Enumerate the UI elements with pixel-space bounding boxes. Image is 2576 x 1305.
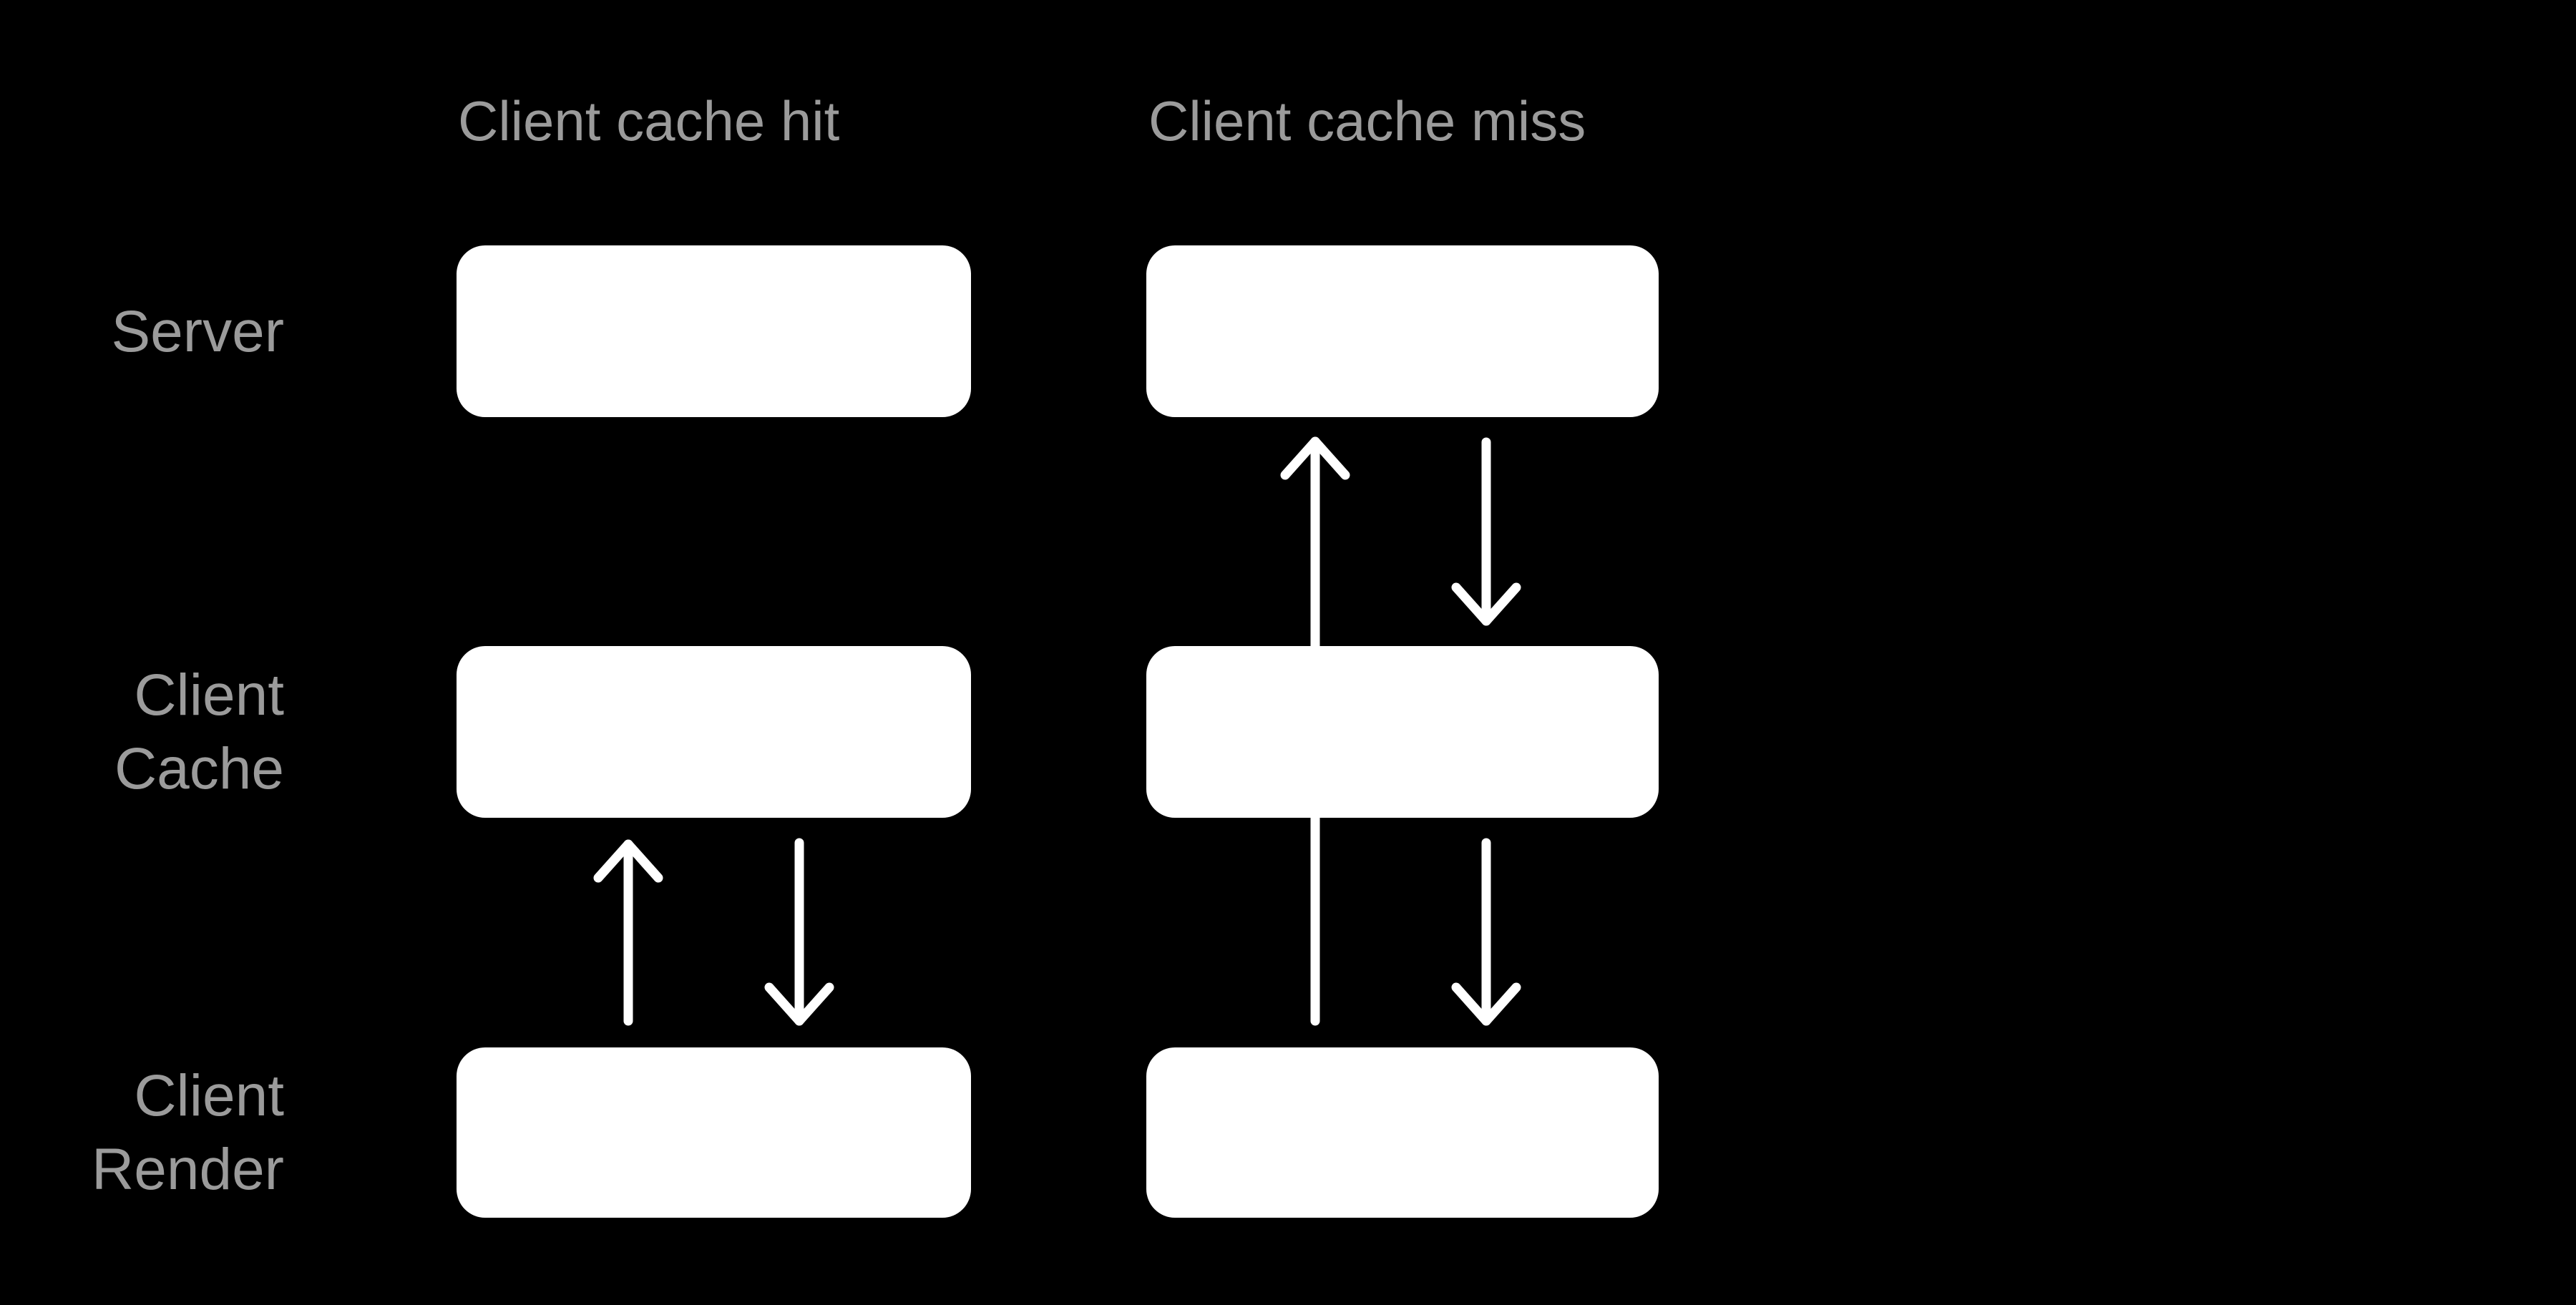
row-label-client-render-line2: Render <box>92 1137 284 1202</box>
box-hit-client-render <box>457 1047 971 1218</box>
row-label-client-render-line1: Client <box>134 1063 284 1128</box>
box-miss-client-render <box>1146 1047 1659 1218</box>
arrow-down-cache-to-render-hit-head <box>764 982 834 1026</box>
row-label-server-line: Server <box>111 298 284 364</box>
row-label-client-cache-line1: Client <box>134 663 284 728</box>
arrow-up-render-to-cache-head <box>593 839 663 883</box>
box-hit-server <box>457 245 971 417</box>
row-label-client-cache-line2: Cache <box>114 736 284 801</box>
arrow-down-server-to-cache-head <box>1451 582 1521 626</box>
row-label-client-render: Client Render <box>0 1047 284 1218</box>
arrow-down-cache-to-render-miss-head <box>1451 982 1521 1026</box>
arrow-up-render-to-server-head <box>1280 436 1350 480</box>
box-miss-client-cache <box>1146 646 1659 818</box>
boxes-layer <box>457 245 1659 1218</box>
arrows-layer <box>593 436 1521 1026</box>
column-header-cache-hit: Client cache hit <box>458 89 840 152</box>
box-hit-client-cache <box>457 646 971 818</box>
column-header-cache-miss: Client cache miss <box>1148 89 1586 152</box>
row-label-server: Server <box>0 245 284 417</box>
box-miss-server <box>1146 245 1659 417</box>
row-label-client-cache: Client Cache <box>0 646 284 818</box>
